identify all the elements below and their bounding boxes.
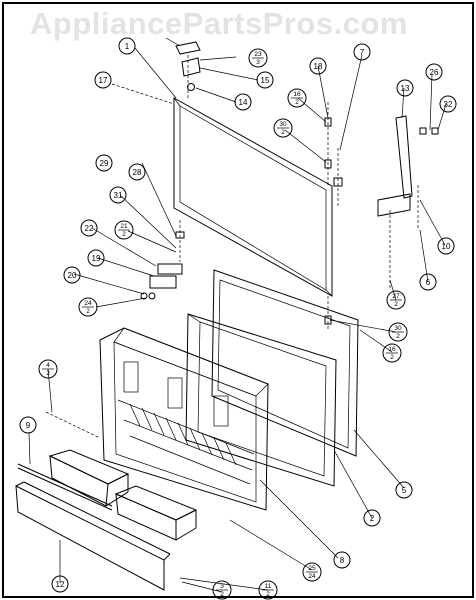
door-liner <box>99 327 269 511</box>
callout-label: 32 <box>444 100 453 109</box>
callout-label: 7 <box>360 48 365 57</box>
callout-quantity: 3 <box>256 59 260 66</box>
callout-label: 26 <box>430 68 439 77</box>
leader-17 <box>111 83 175 105</box>
callout-19[interactable]: 19 <box>87 249 105 267</box>
callout-10[interactable]: 10 <box>437 237 455 255</box>
callout-14[interactable]: 14 <box>234 93 252 111</box>
callout-20[interactable]: 20 <box>63 266 81 284</box>
callout-22[interactable]: 22 <box>80 219 98 237</box>
callout-16-2-upper[interactable]: 16 2 <box>287 88 307 108</box>
callout-label: 12 <box>56 580 65 589</box>
callout-5[interactable]: 5 <box>395 481 413 499</box>
callout-label: 9 <box>26 421 31 430</box>
callout-31[interactable]: 31 <box>109 186 127 204</box>
callout-number: 30 <box>279 121 287 128</box>
callout-label: 18 <box>314 62 323 71</box>
callout-label: 10 <box>442 242 451 251</box>
bottom-cover <box>15 481 171 591</box>
callout-6[interactable]: 6 <box>419 273 437 291</box>
callout-quantity: 2 <box>220 591 224 598</box>
callout-16-2-lower[interactable]: 16 2 <box>382 343 402 363</box>
left-hinge-hardware <box>140 220 185 300</box>
lower-bin <box>114 485 198 541</box>
callout-number: 23 <box>254 51 262 58</box>
callout-11-2[interactable]: 11 2 <box>258 580 278 600</box>
callout-label: 14 <box>239 98 248 107</box>
callout-label: 17 <box>99 76 108 85</box>
callout-30-2-upper[interactable]: 30 2 <box>273 118 293 138</box>
callout-7[interactable]: 7 <box>353 43 371 61</box>
callout-quantity: 24 <box>308 573 316 580</box>
top-hinge <box>175 41 201 100</box>
callout-number: 16 <box>388 346 396 353</box>
callout-number: 16 <box>293 91 301 98</box>
callout-32[interactable]: 32 <box>439 95 457 113</box>
callout-30-2-lower[interactable]: 30 2 <box>388 322 408 342</box>
callout-3-2[interactable]: 3 2 <box>212 580 232 600</box>
bin-rail <box>17 411 113 511</box>
hinge-bracket <box>377 115 439 290</box>
callout-label: 28 <box>133 168 142 177</box>
callout-label: 15 <box>261 76 270 85</box>
callout-17[interactable]: 17 <box>94 71 112 89</box>
callout-quantity: 2 <box>46 370 50 377</box>
callout-1[interactable]: 1 <box>118 37 136 55</box>
callout-label: 6 <box>426 278 431 287</box>
callout-quantity: 2 <box>86 308 90 315</box>
callout-27-2[interactable]: 27 2 <box>386 290 406 310</box>
callout-number: 30 <box>394 325 402 332</box>
callout-number: 4 <box>46 362 50 369</box>
callout-label: 20 <box>68 271 77 280</box>
callout-number: 25 <box>308 565 316 572</box>
callout-label: 29 <box>100 159 109 168</box>
callout-quantity: 2 <box>396 333 400 340</box>
callout-15[interactable]: 15 <box>256 71 274 89</box>
callout-label: 13 <box>401 84 410 93</box>
callout-9[interactable]: 9 <box>19 416 37 434</box>
callout-18[interactable]: 18 <box>309 57 327 75</box>
callout-quantity: 2 <box>266 591 270 598</box>
callout-12[interactable]: 12 <box>51 575 69 593</box>
callout-23-3[interactable]: 23 3 <box>248 48 268 68</box>
callout-8[interactable]: 8 <box>333 551 351 569</box>
callout-number: 3 <box>220 583 224 590</box>
callout-quantity: 2 <box>281 129 285 136</box>
callout-label: 19 <box>92 254 101 263</box>
callout-26[interactable]: 26 <box>425 63 443 81</box>
callout-number: 11 <box>265 583 272 590</box>
inner-door-frame <box>185 313 337 487</box>
callout-quantity: 2 <box>122 231 126 238</box>
callout-quantity: 2 <box>295 99 299 106</box>
screw-column <box>324 102 332 330</box>
callout-28[interactable]: 28 <box>128 163 146 181</box>
callout-29[interactable]: 29 <box>95 154 113 172</box>
callout-number: 21 <box>120 223 128 230</box>
callout-quantity: 2 <box>390 354 394 361</box>
callout-label: 5 <box>402 486 407 495</box>
callout-21-2[interactable]: 21 2 <box>114 220 134 240</box>
callout-13[interactable]: 13 <box>396 79 414 97</box>
watermark: AppliancePartsPros.com <box>30 6 408 41</box>
callout-quantity: 2 <box>394 301 398 308</box>
callout-4-2[interactable]: 4 2 <box>38 359 58 379</box>
callout-25-24[interactable]: 25 24 <box>302 562 322 582</box>
callout-number: 27 <box>392 293 400 300</box>
callout-label: 31 <box>114 191 123 200</box>
hook-part <box>333 148 343 208</box>
callout-number: 24 <box>84 300 92 307</box>
callout-2[interactable]: 2 <box>363 509 381 527</box>
door-outer-panel <box>173 97 333 297</box>
upper-bin <box>48 449 130 507</box>
callout-label: 8 <box>340 556 345 565</box>
callout-label: 2 <box>370 514 375 523</box>
callout-24-2[interactable]: 24 2 <box>78 297 98 317</box>
callout-label: 22 <box>85 224 94 233</box>
callout-label: 1 <box>125 42 130 51</box>
door-gasket <box>211 269 359 457</box>
